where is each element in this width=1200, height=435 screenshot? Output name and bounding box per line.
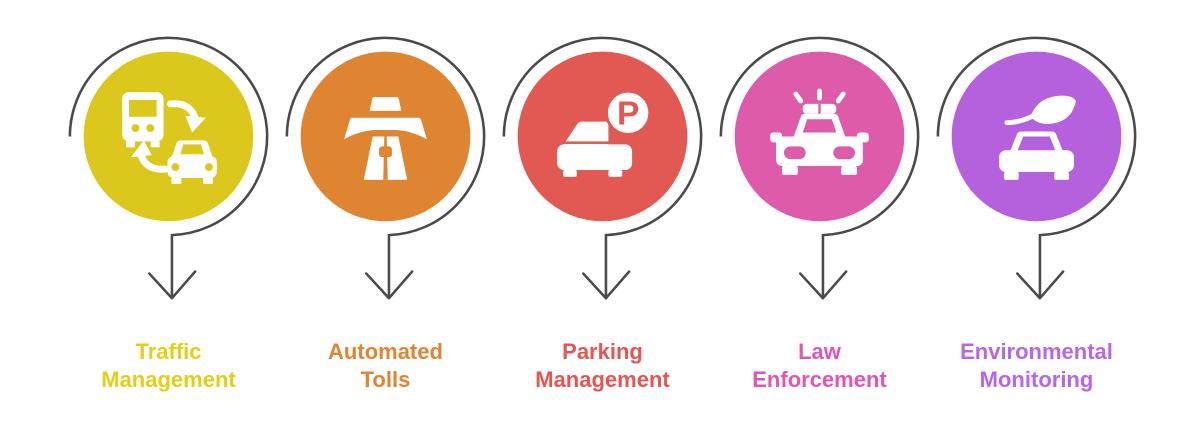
step-law-enforcement: Law Enforcement — [711, 26, 928, 394]
loop-path — [68, 36, 269, 299]
circle-arrow-graphic — [719, 36, 920, 300]
step-automated-tolls: Automated Tolls — [277, 26, 494, 394]
circle-arrow-graphic — [68, 36, 269, 300]
step-traffic-management: Traffic Management — [60, 26, 277, 394]
arrow-down-head — [1015, 270, 1065, 300]
badge-letter: P — [617, 96, 639, 133]
icon-cutouts — [1017, 136, 1056, 151]
arrow-down-head — [581, 270, 631, 300]
svg-text:P: P — [617, 96, 639, 133]
step-label: Automated Tolls — [328, 338, 443, 394]
circle-arrow-graphic: P — [502, 36, 703, 300]
icon-cutouts — [379, 136, 392, 180]
loop-path — [719, 36, 920, 299]
label-line-1: Traffic — [135, 339, 202, 364]
loop-path — [502, 36, 703, 299]
step-parking-management: P Parking Management — [494, 26, 711, 394]
arrow-down-head — [798, 270, 848, 300]
colored-circle — [83, 51, 254, 222]
step-label: Parking Management — [535, 338, 669, 394]
label-line-1: Law — [798, 339, 841, 364]
step-label: Law Enforcement — [752, 338, 886, 394]
icon-cutouts — [783, 103, 856, 160]
icon-cutouts — [129, 99, 213, 171]
police-car-icon — [770, 88, 869, 175]
label-line-2: Monitoring — [979, 367, 1094, 392]
label-line-2: Enforcement — [752, 367, 887, 392]
step-environmental-monitoring: Environmental Monitoring — [928, 26, 1145, 394]
toll-gate-icon — [344, 97, 427, 180]
arrow-down-head — [147, 270, 197, 300]
steps-row: Traffic Management — [60, 26, 1145, 394]
eco-car-icon — [999, 95, 1076, 180]
label-line-2: Management — [101, 367, 236, 392]
label-line-2: Tolls — [360, 367, 411, 392]
label-line-1: Automated — [328, 339, 443, 364]
parking-badge — [604, 89, 652, 136]
icon-cutouts — [561, 141, 617, 144]
loop-path — [285, 36, 486, 299]
step-label: Traffic Management — [101, 338, 235, 394]
step-label: Environmental Monitoring — [960, 338, 1113, 394]
arrow-down-head — [364, 270, 414, 300]
label-line-2: Management — [535, 367, 670, 392]
parking-car-icon: P — [557, 89, 652, 177]
label-line-1: Parking — [562, 339, 643, 364]
bus-car-swap-icon — [122, 92, 217, 184]
loop-path — [936, 36, 1137, 299]
label-line-1: Environmental — [960, 339, 1113, 364]
circle-arrow-graphic — [285, 36, 486, 300]
circle-arrow-graphic — [936, 36, 1137, 300]
